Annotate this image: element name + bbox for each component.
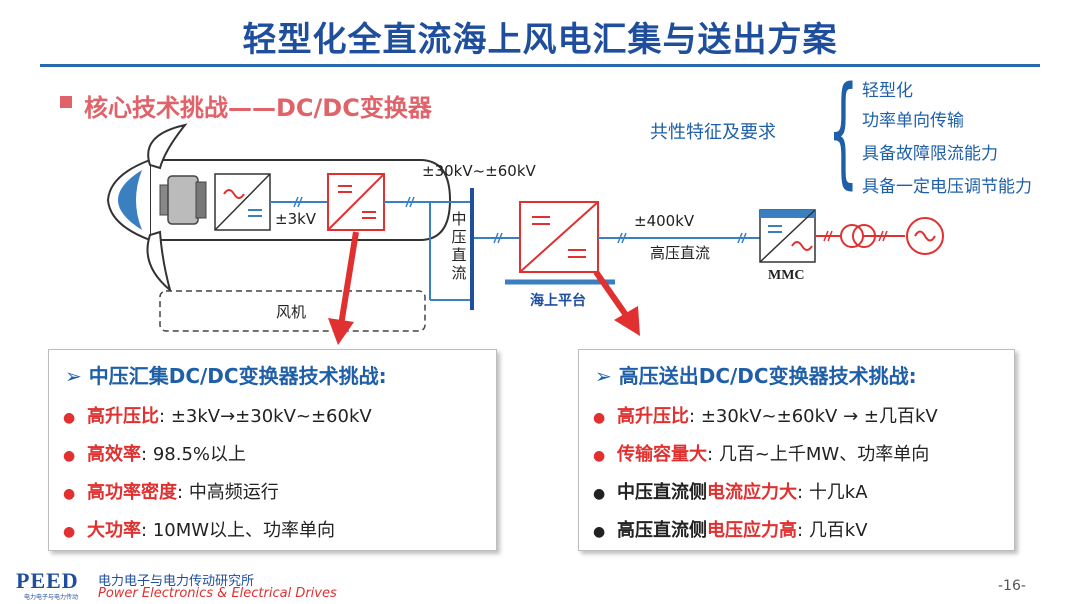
challenge-row: ●高升压比: ±3kV→±30kV~±60kV [63, 406, 372, 427]
bullet-icon: ● [63, 486, 76, 502]
challenge-row: ●中压直流侧电流应力大: 十几kA [593, 482, 868, 503]
mv-bus-label: 中压直流 [451, 210, 467, 282]
bullet-icon: ● [63, 410, 76, 426]
page-number: -16- [998, 578, 1026, 594]
hvdc-label: 高压直流 [650, 244, 711, 262]
mmc-converter [759, 209, 816, 263]
challenge-row: ●高压直流侧电压应力高: 几百kV [593, 520, 868, 541]
generator-face [195, 181, 207, 219]
turbine-label: 风机 [276, 303, 307, 321]
voltage-label-3kv: ±3kV [275, 210, 317, 228]
requirement-item: 具备故障限流能力 [862, 144, 998, 164]
org-name-cn: 电力电子与电力传动研究所 [98, 574, 255, 589]
peed-logo-subtitle: 电力电子与电力传动 [24, 594, 79, 601]
blade-top [147, 123, 188, 170]
challenge-row: ●高升压比: ±30kV~±60kV → ±几百kV [593, 406, 938, 427]
hv-challenge-panel: ➢ 高压送出DC/DC变换器技术挑战: ●高升压比: ±30kV~±60kV →… [578, 349, 1015, 551]
generator-body [167, 175, 199, 225]
voltage-label-hv: ±400kV [634, 212, 695, 230]
voltage-label-mv: ±30kV~±60kV [422, 162, 536, 180]
panel-heading: ➢ 中压汇集DC/DC变换器技术挑战: [65, 364, 387, 388]
title-divider [40, 64, 1040, 67]
peed-logo: PEED [16, 568, 79, 593]
bullet-icon: ● [593, 486, 606, 502]
transformer-winding-2 [852, 224, 876, 248]
bullet-icon: ● [593, 410, 606, 426]
challenge-row: ●高效率: 98.5%以上 [63, 444, 246, 465]
requirements-label: 共性特征及要求 [650, 122, 776, 143]
requirement-item: 轻型化 [862, 81, 913, 101]
turbine-box [159, 290, 426, 332]
brace-icon: { [828, 62, 859, 201]
challenge-row: ●传输容量大: 几百~上千MW、功率单向 [593, 444, 930, 465]
panel-heading: ➢ 高压送出DC/DC变换器技术挑战: [595, 364, 917, 388]
platform-label: 海上平台 [530, 293, 586, 309]
requirement-item: 具备一定电压调节能力 [862, 177, 1032, 197]
mv-challenge-panel: ➢ 中压汇集DC/DC变换器技术挑战: ●高升压比: ±3kV→±30kV~±6… [48, 349, 497, 551]
mmc-label: MMC [768, 268, 805, 283]
org-name-en: Power Electronics & Electrical Drives [98, 586, 337, 601]
bullet-icon: ● [63, 448, 76, 464]
blade-bottom [146, 230, 172, 293]
challenge-row: ●高功率密度: 中高频运行 [63, 482, 279, 503]
arrow-mv-converter [328, 231, 359, 345]
hub-highlight [118, 170, 142, 230]
challenge-row: ●大功率: 10MW以上、功率单向 [63, 520, 336, 541]
bullet-icon: ● [63, 524, 76, 540]
section-title: 核心技术挑战——DC/DC变换器 [84, 94, 432, 122]
requirement-item: 功率单向传输 [862, 111, 964, 131]
bullet-icon: ● [593, 524, 606, 540]
acdc-converter [214, 173, 271, 231]
dcdc-converter-mv [327, 173, 385, 231]
bullet-icon: ● [593, 448, 606, 464]
dcdc-converter-hv [519, 201, 599, 273]
section-bullet-icon [60, 96, 72, 108]
arrow-hv-converter [593, 270, 640, 336]
page-title: 轻型化全直流海上风电汇集与送出方案 [242, 20, 838, 60]
